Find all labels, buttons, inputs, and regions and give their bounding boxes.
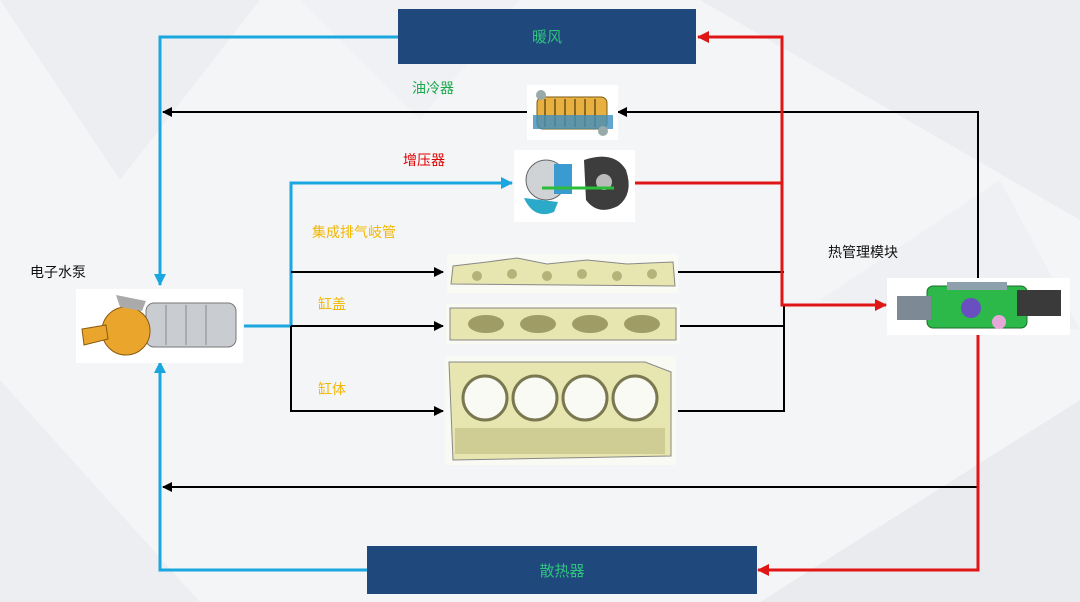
radiator-box: 散热器 bbox=[367, 546, 757, 594]
turbo-feed-line bbox=[289, 177, 513, 326]
thermal-management-module-label: 热管理模块 bbox=[828, 245, 898, 261]
electronic-water-pump-label: 电子水泵 bbox=[30, 265, 86, 281]
exhaust-manifold-image bbox=[447, 254, 678, 293]
to-heater-line bbox=[697, 31, 784, 305]
radiator-return-line bbox=[154, 361, 368, 572]
electronic-water-pump-image bbox=[76, 289, 243, 363]
block-feed-line bbox=[290, 326, 444, 416]
cylinder-block-label: 缸体 bbox=[318, 382, 346, 398]
thermal-management-module-image bbox=[887, 278, 1070, 335]
heater-label: 暖风 bbox=[531, 28, 562, 46]
block-out-line bbox=[678, 305, 785, 412]
radiator-label: 散热器 bbox=[539, 561, 585, 580]
heater-box: 暖风 bbox=[398, 9, 696, 64]
oil-cooler-label: 油冷器 bbox=[412, 81, 454, 97]
module-to-oil-cooler-line bbox=[617, 107, 979, 280]
turbocharger-image bbox=[514, 150, 635, 222]
cylinder-block-image bbox=[445, 356, 676, 465]
cylinder-head-image bbox=[446, 304, 680, 344]
to-module-line bbox=[780, 183, 887, 311]
turbocharger-label: 增压器 bbox=[403, 153, 445, 169]
cylinder-head-label: 缸盖 bbox=[318, 297, 346, 313]
module-to-radiator-line bbox=[757, 335, 980, 576]
integrated-exhaust-manifold-label: 集成排气岐管 bbox=[312, 225, 396, 241]
heater-return-line bbox=[154, 35, 398, 286]
oil-cooler-image bbox=[527, 85, 618, 140]
